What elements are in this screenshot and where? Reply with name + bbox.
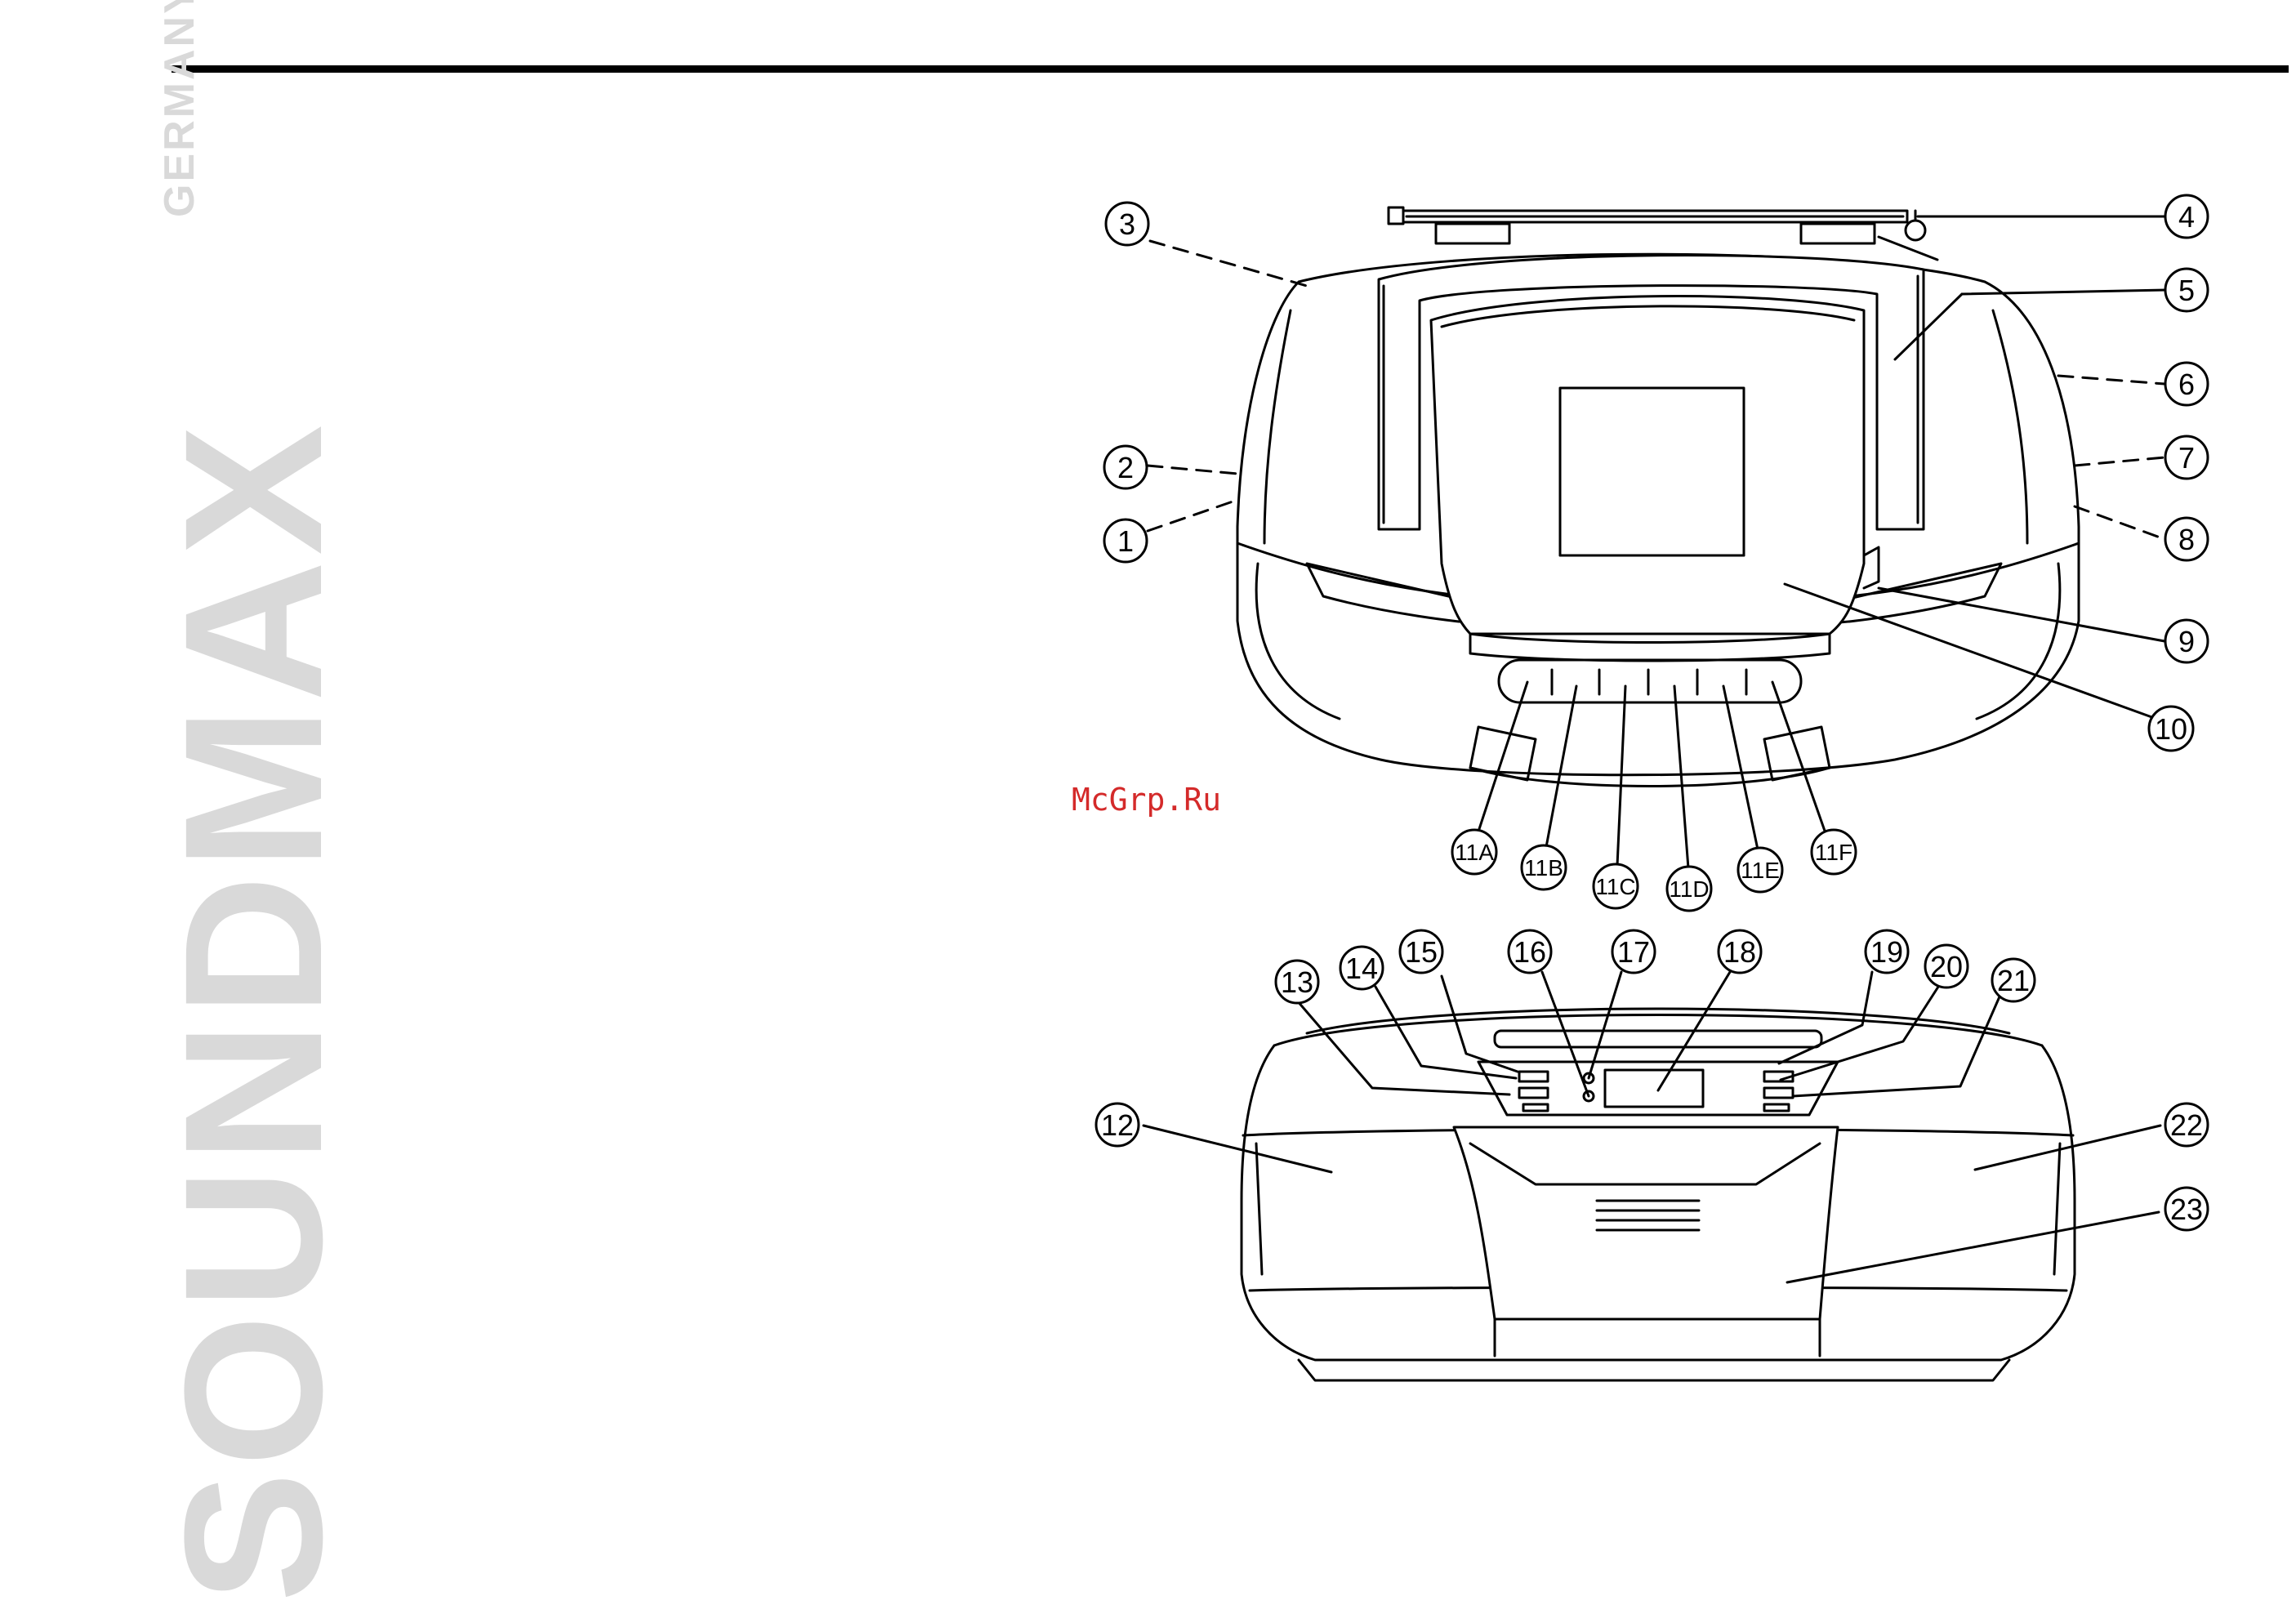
callout-11D: 11D <box>1667 867 1711 911</box>
top-control-strip <box>1470 634 1830 787</box>
cassette-door <box>1454 1127 1838 1319</box>
callout-22: 22 <box>2165 1103 2208 1146</box>
svg-text:12: 12 <box>1101 1108 1134 1142</box>
svg-text:11F: 11F <box>1815 840 1852 865</box>
callout-2: 2 <box>1104 446 1147 488</box>
svg-text:15: 15 <box>1405 935 1438 969</box>
callout-6: 6 <box>2165 363 2208 405</box>
callout-11F: 11F <box>1812 830 1856 874</box>
callout-7: 7 <box>2165 436 2208 479</box>
watermark-text: McGrp.Ru <box>1072 784 1221 815</box>
svg-text:11E: 11E <box>1741 858 1780 883</box>
callout-18: 18 <box>1719 930 1761 973</box>
svg-text:11D: 11D <box>1669 876 1709 902</box>
svg-text:23: 23 <box>2170 1193 2203 1226</box>
callout-9: 9 <box>2165 620 2208 662</box>
callout-11E: 11E <box>1738 848 1782 892</box>
callout-3: 3 <box>1106 203 1148 245</box>
svg-text:11B: 11B <box>1524 855 1563 881</box>
svg-text:9: 9 <box>2178 625 2195 658</box>
svg-text:21: 21 <box>1997 964 2030 997</box>
top-view <box>1237 207 2079 787</box>
callout-21: 21 <box>1992 959 2035 1001</box>
svg-text:10: 10 <box>2155 712 2187 746</box>
callout-10: 10 <box>2149 707 2193 751</box>
front-view <box>1242 1009 2075 1380</box>
callout-14: 14 <box>1340 947 1383 989</box>
callout-13: 13 <box>1276 961 1318 1003</box>
callout-20: 20 <box>1925 945 1968 988</box>
svg-text:1: 1 <box>1117 524 1134 558</box>
svg-text:8: 8 <box>2178 523 2195 556</box>
callout-11C: 11C <box>1594 864 1638 908</box>
svg-text:17: 17 <box>1617 935 1650 969</box>
svg-text:22: 22 <box>2170 1108 2203 1142</box>
svg-text:3: 3 <box>1119 207 1135 241</box>
callout-23: 23 <box>2165 1188 2208 1230</box>
callout-16: 16 <box>1509 930 1551 973</box>
svg-text:6: 6 <box>2178 368 2195 401</box>
svg-text:2: 2 <box>1117 451 1134 484</box>
callout-8: 8 <box>2165 518 2208 560</box>
callout-4: 4 <box>2165 195 2208 238</box>
callout-19: 19 <box>1866 930 1908 973</box>
svg-text:4: 4 <box>2178 200 2195 234</box>
svg-text:5: 5 <box>2178 274 2195 307</box>
svg-text:18: 18 <box>1723 935 1756 969</box>
svg-text:19: 19 <box>1870 935 1903 969</box>
callout-11A: 11A <box>1452 830 1496 874</box>
svg-text:7: 7 <box>2178 441 2195 475</box>
antenna <box>1389 207 1937 260</box>
callout-12: 12 <box>1096 1103 1139 1146</box>
svg-text:14: 14 <box>1345 952 1378 985</box>
callout-15: 15 <box>1400 930 1442 973</box>
callout-11B: 11B <box>1522 845 1566 889</box>
svg-text:11A: 11A <box>1455 840 1494 865</box>
callout-5: 5 <box>2165 269 2208 311</box>
svg-text:20: 20 <box>1930 950 1963 983</box>
svg-text:13: 13 <box>1281 965 1313 999</box>
callout-1: 1 <box>1104 519 1147 562</box>
svg-text:11C: 11C <box>1595 874 1635 899</box>
callout-17: 17 <box>1612 930 1655 973</box>
svg-text:16: 16 <box>1514 935 1546 969</box>
cd-lid <box>1431 296 1864 634</box>
